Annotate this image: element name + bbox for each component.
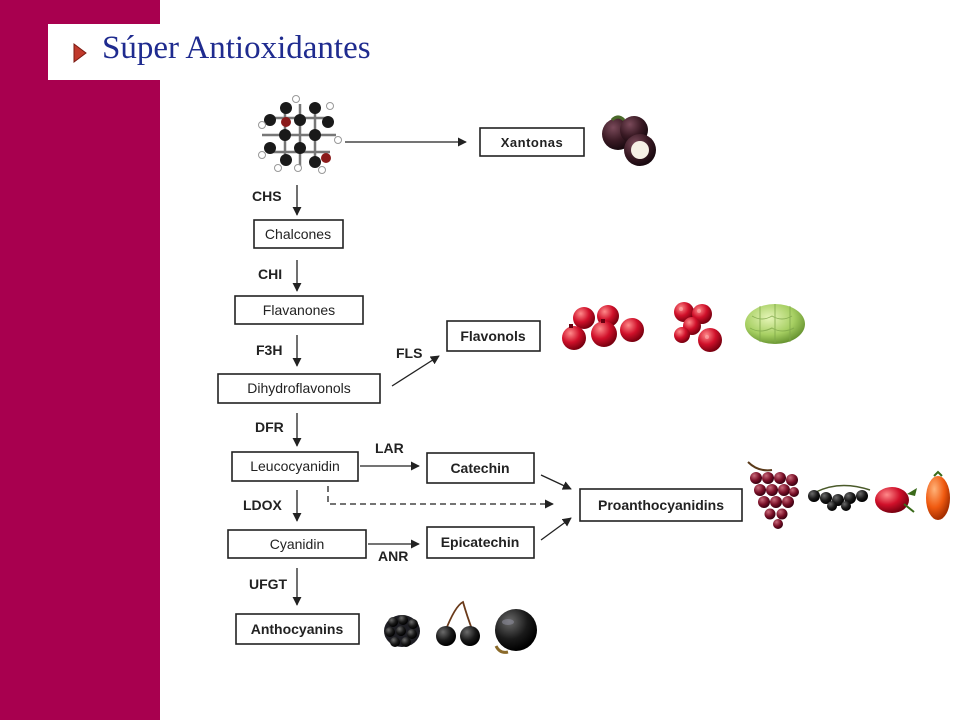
node-xantonas: Xantonas [479, 127, 585, 157]
rosehip-icon [875, 487, 917, 513]
caret-right-icon [73, 43, 87, 63]
enzyme-anr: ANR [378, 548, 408, 564]
blackcurrant-large-icon [494, 609, 537, 654]
cherry-icon [436, 600, 480, 646]
node-proanthocyanidins-label: Proanthocyanidins [598, 497, 724, 513]
arrow-catechin-proantho [540, 474, 572, 490]
enzyme-ufgt: UFGT [249, 576, 288, 592]
node-flavanones: Flavanones [234, 295, 364, 325]
node-catechin-label: Catechin [450, 460, 509, 476]
enzyme-dfr: DFR [255, 419, 284, 435]
enzyme-chi: CHI [258, 266, 282, 282]
enzyme-ldox: LDOX [243, 497, 283, 513]
node-flavanones-label: Flavanones [263, 302, 335, 318]
blackberry-icon [384, 615, 420, 647]
node-anthocyanins: Anthocyanins [235, 613, 360, 645]
node-chalcones: Chalcones [253, 219, 344, 249]
node-catechin: Catechin [426, 452, 535, 484]
node-anthocyanins-label: Anthocyanins [251, 621, 344, 637]
node-epicatechin-label: Epicatechin [441, 534, 520, 550]
node-proanthocyanidins: Proanthocyanidins [579, 488, 743, 522]
node-leucocyanidin-label: Leucocyanidin [250, 458, 340, 474]
raspberry-icon [674, 302, 722, 352]
enzyme-chs: CHS [252, 188, 282, 204]
grapes-icon [747, 461, 799, 529]
pomegranate-icon [562, 305, 644, 350]
enzyme-f3h: F3H [256, 342, 282, 358]
node-flavonols-label: Flavonols [460, 328, 526, 344]
node-flavonols: Flavonols [446, 320, 541, 352]
arrow-epicatechin-proantho [540, 517, 572, 541]
arrow-fls [391, 355, 440, 387]
enzyme-lar: LAR [375, 440, 404, 456]
custard-apple-icon [745, 304, 805, 344]
node-chalcones-label: Chalcones [265, 226, 331, 242]
arrow-leucocyanidin-proantho-dashed [327, 486, 554, 509]
node-dihydroflavonols: Dihydroflavonols [217, 373, 381, 404]
node-xantonas-label: Xantonas [501, 135, 564, 150]
goji-icon [926, 470, 950, 520]
page-title: Súper Antioxidantes [102, 30, 371, 66]
node-cyanidin: Cyanidin [227, 529, 367, 559]
mangosteen-icon [602, 115, 656, 166]
enzyme-fls: FLS [396, 345, 422, 361]
sidebar-band [0, 0, 160, 720]
blackcurrant-icon [808, 484, 871, 511]
title-box [48, 24, 468, 80]
node-cyanidin-label: Cyanidin [270, 536, 324, 552]
molecule-icon [258, 95, 342, 174]
node-leucocyanidin: Leucocyanidin [231, 451, 359, 482]
node-dihydroflavonols-label: Dihydroflavonols [247, 380, 351, 396]
node-epicatechin: Epicatechin [426, 526, 535, 559]
